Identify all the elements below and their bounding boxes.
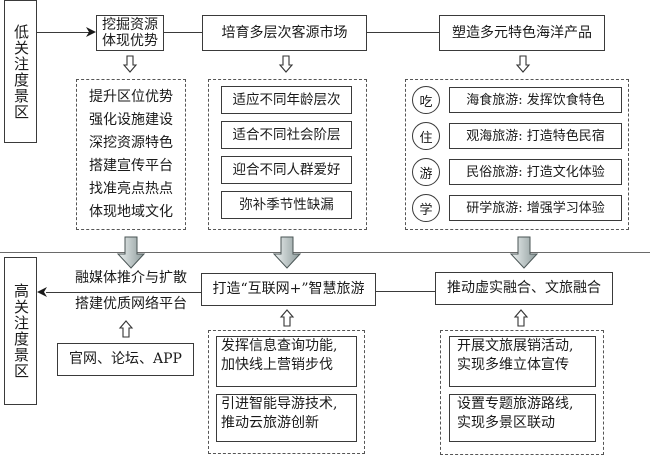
item-line: 实现多景区联动: [457, 415, 555, 431]
market-measures-container: [208, 79, 367, 230]
high-attention-scenic-area-label: 高关注度景区: [4, 257, 37, 405]
block-down-arrow-icon: [116, 236, 146, 269]
product-item: 民俗旅游: 打造文化体验: [449, 159, 622, 185]
product-item: 研学旅游: 增强学习体验: [449, 195, 622, 221]
stage-title-products: 塑造多元特色海洋产品: [439, 15, 605, 51]
arrow-left-icon: [37, 287, 47, 297]
product-item: 观海旅游: 打造特色民宿: [449, 123, 622, 149]
hollow-down-arrow-icon: [515, 55, 531, 73]
products-container: [405, 79, 629, 230]
list-item: 迎合不同人群爱好: [221, 156, 352, 184]
list-item: 强化设施建设: [89, 111, 173, 128]
connector-line: [164, 32, 202, 33]
arrow-right-icon: [86, 27, 96, 37]
list-item: 搭建宣传平台: [89, 157, 173, 174]
badge-study: 学: [412, 194, 440, 222]
stage-title-line: 体现优势: [102, 33, 158, 49]
smart-tourism-item: 引进智能导游技术, 推动云旅游创新: [216, 394, 357, 442]
block-down-arrow-icon: [509, 236, 539, 269]
item-line: 实现多维立体宣传: [457, 357, 569, 373]
hollow-down-arrow-icon: [278, 55, 294, 73]
connector-line: [46, 292, 201, 293]
hollow-up-arrow-icon: [513, 309, 529, 327]
connector-line: [367, 32, 439, 33]
hollow-up-arrow-icon: [118, 320, 134, 338]
list-item: 找准亮点热点: [89, 180, 173, 197]
integration-measures-container: [440, 330, 604, 455]
badge-stay: 住: [412, 122, 440, 150]
integration-item: 开展文旅展销活动, 实现多维立体宣传: [449, 336, 596, 387]
list-item: 适应不同年龄层次: [221, 86, 352, 114]
block-down-arrow-icon: [272, 236, 302, 269]
item-line: 发挥信息查询功能,: [221, 338, 338, 354]
stage-title-resources: 挖掘资源 体现优势: [96, 15, 164, 51]
online-channels-box: 官网、论坛、APP: [57, 343, 194, 376]
item-line: 加快线上营销步伐: [221, 357, 333, 373]
stage-title-market: 培育多层次客源市场: [202, 15, 367, 51]
list-item: 弥补季节性缺漏: [221, 191, 352, 219]
badge-travel: 游: [412, 158, 440, 186]
network-platform-text: 搭建优质网络平台: [75, 296, 187, 312]
integration-item: 设置专题旅游路线, 实现多景区联动: [449, 394, 596, 442]
hollow-up-arrow-icon: [279, 309, 295, 327]
item-line: 开展文旅展销活动,: [457, 338, 574, 354]
stage-title-integration: 推动虚实融合、文旅融合: [435, 272, 613, 305]
low-attention-scenic-area-label: 低关注度景区: [4, 0, 37, 143]
item-line: 设置专题旅游路线,: [457, 396, 574, 412]
badge-eat: 吃: [412, 86, 440, 114]
smart-tourism-item: 发挥信息查询功能, 加快线上营销步伐: [216, 336, 357, 387]
connector-line: [376, 291, 435, 292]
connector-line: [37, 32, 89, 33]
media-promotion-text: 融媒体推介与扩散: [75, 270, 187, 286]
product-item: 海食旅游: 发挥饮食特色: [449, 87, 622, 113]
list-item: 体现地域文化: [89, 203, 173, 220]
smart-tourism-measures-container: [208, 330, 365, 454]
hollow-down-arrow-icon: [122, 55, 138, 73]
stage-title-smart-tourism: 打造“互联网+”智慧旅游: [201, 273, 376, 306]
resources-measures-list: 提升区位优势 强化设施建设 深挖资源特色 搭建宣传平台 找准亮点热点 体现地域文…: [76, 79, 186, 230]
item-line: 引进智能导游技术,: [221, 396, 338, 412]
item-line: 推动云旅游创新: [221, 415, 319, 431]
list-item: 提升区位优势: [89, 88, 173, 105]
list-item: 适合不同社会阶层: [221, 121, 352, 149]
stage-title-line: 挖掘资源: [102, 17, 158, 33]
section-divider: [0, 252, 650, 253]
list-item: 深挖资源特色: [89, 134, 173, 151]
